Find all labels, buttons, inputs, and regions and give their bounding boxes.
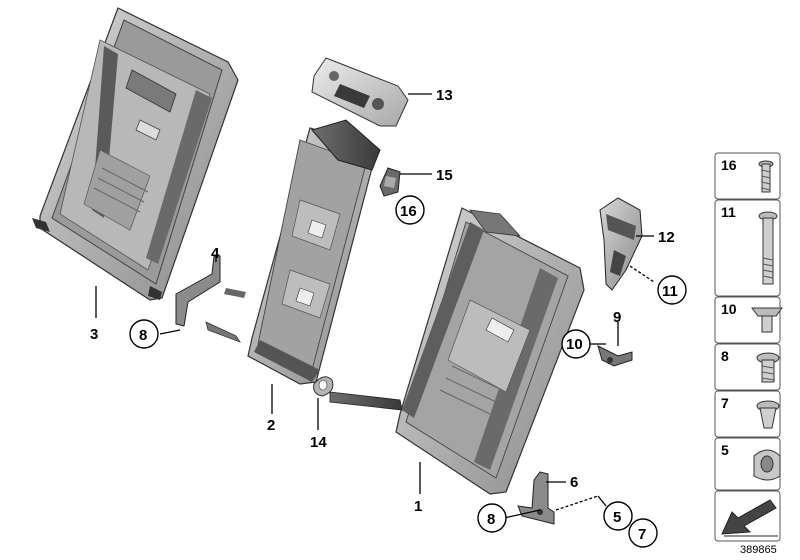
legend-label-11: 11 [721, 204, 736, 220]
clip-part [379, 167, 401, 197]
latch-part [599, 197, 643, 291]
callout-7: 7 [638, 526, 646, 543]
callout-11: 11 [662, 283, 678, 300]
callout-10: 10 [566, 336, 583, 353]
callout-3: 3 [90, 326, 98, 343]
hinge-pin-part [597, 345, 633, 367]
legend-label-7: 7 [721, 395, 729, 411]
backrest-frame-center [205, 119, 381, 385]
fastener-legend: 16 11 10 8 7 5 [714, 152, 783, 542]
callout-6: 6 [570, 474, 578, 491]
callout-5: 5 [613, 509, 621, 526]
callout-8-left: 8 [139, 327, 147, 344]
diagram-id: 389865 [740, 544, 777, 556]
callout-2: 2 [267, 417, 275, 434]
callout-16: 16 [400, 203, 417, 220]
arrow-symbol-icon [721, 499, 778, 537]
legend-label-5: 5 [721, 442, 729, 458]
callout-14: 14 [310, 434, 327, 451]
callout-13: 13 [436, 87, 453, 104]
clip-nut-5-icon [753, 449, 781, 481]
callout-1: 1 [414, 498, 422, 515]
callout-circles [129, 195, 687, 548]
bracket-left-part [175, 255, 246, 327]
callout-15: 15 [436, 167, 453, 184]
backrest-frame-right [329, 207, 585, 495]
screw-8-icon [756, 352, 780, 383]
screw-10-icon [751, 307, 783, 333]
legend-label-10: 10 [721, 301, 737, 317]
legend-label-16: 16 [721, 157, 737, 173]
bracket-bottom-part [517, 471, 555, 525]
callout-4: 4 [211, 245, 220, 262]
screw-16-icon [758, 160, 774, 193]
callout-9: 9 [613, 309, 621, 326]
top-cover-part [311, 57, 409, 127]
callout-8-bottom: 8 [487, 511, 495, 528]
screw-7-icon [756, 400, 780, 429]
backrest-frame-left [32, 7, 239, 301]
screw-11-icon [758, 211, 778, 285]
legend-label-8: 8 [721, 348, 729, 364]
washer-part [313, 376, 334, 397]
callout-12: 12 [658, 229, 675, 246]
leader-lines [95, 93, 655, 519]
